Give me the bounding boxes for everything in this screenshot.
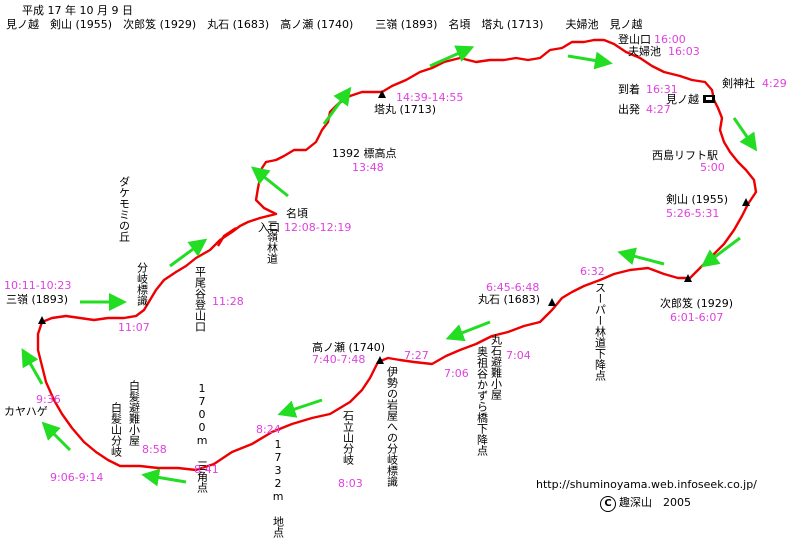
sanrei-rindo-label: 三嶺林道 bbox=[265, 220, 279, 264]
takanose-time: 7:40-7:48 bbox=[312, 353, 366, 366]
tsurugi-jinja-label: 剣神社 bbox=[722, 77, 755, 90]
iriguchi-label: 入口 bbox=[258, 221, 280, 234]
direction-arrow-icon bbox=[169, 238, 208, 268]
m1392-label: 1392 標高点 bbox=[332, 147, 397, 160]
shiraga-bunki-time: 9:06-9:14 bbox=[50, 471, 104, 484]
direction-arrow-icon bbox=[567, 51, 613, 70]
super-rindo-time: 6:32 bbox=[580, 265, 605, 278]
m1700-label: 1700m 三角点 bbox=[195, 382, 209, 493]
route-summary: 見ノ越 剣山 (1955) 次郎笈 (1929) 丸石 (1683) 高ノ瀬 (… bbox=[6, 18, 643, 31]
takanose-pre-time: 7:27 bbox=[404, 349, 429, 362]
meotoike-label: 夫婦池 bbox=[628, 45, 661, 58]
bunki-hyoshiki-label: 分岐標識 bbox=[135, 262, 149, 306]
jirogyu-time: 6:01-6:07 bbox=[670, 311, 724, 324]
direction-arrow-icon bbox=[21, 348, 44, 385]
ise-label: 伊勢の岩屋への分岐標識 bbox=[385, 366, 399, 487]
oiya-label: 奥祖谷かずら橋下降点 bbox=[475, 346, 489, 456]
summit-triangle-icon bbox=[742, 198, 750, 206]
touchaku-label: 到着 bbox=[618, 83, 640, 96]
hut-icon bbox=[703, 95, 715, 103]
m1392-time: 13:48 bbox=[352, 161, 384, 174]
shuppatsu-label: 出発 bbox=[618, 103, 640, 116]
direction-arrow-icon bbox=[41, 421, 72, 452]
meotoike-time: 16:03 bbox=[668, 45, 700, 58]
takanose-label: 高ノ瀬 (1740) bbox=[312, 341, 386, 354]
toumaru-time: 14:39-14:55 bbox=[396, 91, 464, 104]
copyright-icon: C bbox=[600, 496, 616, 512]
super-rindo-label: スーパー林道下降点 bbox=[593, 282, 607, 381]
dakemomi-label: ダケモミの丘 bbox=[117, 176, 131, 242]
direction-arrow-icon bbox=[445, 320, 491, 342]
route-spur bbox=[216, 227, 237, 247]
summit-triangle-icon bbox=[376, 356, 384, 364]
direction-arrow-icon bbox=[429, 45, 475, 68]
m1700-time: 8:41 bbox=[194, 463, 219, 476]
direction-arrow-icon bbox=[617, 247, 665, 266]
shiraga-hinan-time: 8:58 bbox=[142, 443, 167, 456]
maruishi-time: 6:45-6:48 bbox=[486, 281, 540, 294]
m1732-time: 8:24 bbox=[256, 423, 281, 436]
direction-arrows bbox=[21, 45, 758, 487]
shiraga-hinan-label: 白髪避難小屋 bbox=[127, 380, 141, 446]
ishidate-time: 8:03 bbox=[338, 477, 363, 490]
tsurugisan-label: 剣山 (1955) bbox=[666, 193, 729, 206]
nagoro-label: 名頃 bbox=[286, 207, 308, 220]
nishijima-label: 西島リフト駅 bbox=[652, 149, 718, 162]
direction-arrow-icon bbox=[277, 398, 323, 418]
nagoro-time: 12:08-12:19 bbox=[284, 221, 352, 234]
oiya-time: 7:06 bbox=[444, 367, 469, 380]
maruishi-hinan-label: 丸石避難小屋 bbox=[489, 334, 503, 400]
shiraga-bunki-label: 白髪山分岐 bbox=[109, 402, 123, 457]
minokoshi-label: 見ノ越 bbox=[666, 93, 699, 106]
bunki-time: 11:07 bbox=[118, 321, 150, 334]
sanrei-label: 三嶺 (1893) bbox=[6, 293, 69, 306]
site-url: http://shuminoyama.web.infoseek.co.jp/ bbox=[536, 478, 757, 491]
direction-arrow-icon bbox=[322, 86, 352, 125]
route-map bbox=[21, 38, 758, 487]
sanrei-time: 10:11-10:23 bbox=[4, 279, 72, 292]
credit: 趣深山 2005 bbox=[619, 496, 691, 509]
tozanguchi-time: 16:00 bbox=[654, 33, 686, 46]
tsurugi-jinja-time: 4:29 bbox=[762, 77, 787, 90]
summit-triangle-icon bbox=[548, 298, 556, 306]
ishidate-label: 石立山分岐 bbox=[341, 410, 355, 465]
hike-date: 平成 17 年 10 月 9 日 bbox=[22, 4, 133, 17]
direction-arrow-icon bbox=[141, 468, 187, 487]
shuppatsu-time: 4:27 bbox=[646, 103, 671, 116]
touchaku-time: 16:31 bbox=[646, 83, 678, 96]
direction-arrow-icon bbox=[732, 117, 758, 152]
hiraodani-time: 11:28 bbox=[212, 295, 244, 308]
summit-triangle-icon bbox=[378, 90, 386, 98]
kayahage-label: カヤハゲ bbox=[4, 405, 48, 418]
nishijima-time: 5:00 bbox=[700, 161, 725, 174]
hiraodani-label: 平尾谷登山口 bbox=[193, 266, 207, 332]
direction-arrow-icon bbox=[700, 236, 741, 268]
maruishi-label: 丸石 (1683) bbox=[478, 293, 541, 306]
direction-arrow-icon bbox=[250, 166, 289, 198]
jirogyu-label: 次郎笈 (1929) bbox=[660, 297, 734, 310]
tozanguchi-label: 登山口 bbox=[618, 33, 651, 46]
tsurugisan-time: 5:26-5:31 bbox=[666, 207, 720, 220]
maruishi-hinan-time: 7:04 bbox=[506, 349, 531, 362]
summit-triangle-icon bbox=[38, 316, 46, 324]
summit-triangle-icon bbox=[684, 274, 692, 282]
m1732-label: 1732m 地点 bbox=[271, 438, 285, 538]
toumaru-label: 塔丸 (1713) bbox=[374, 103, 437, 116]
kayahage-time: 9:36 bbox=[36, 393, 61, 406]
